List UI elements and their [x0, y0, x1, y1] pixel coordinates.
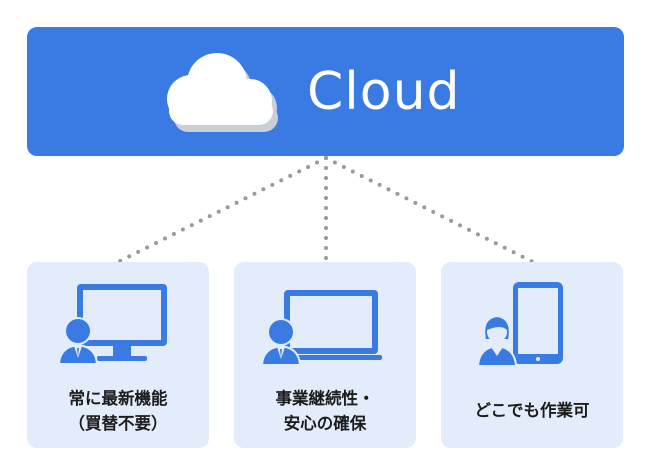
card-business-continuity: 事業継続性・ 安心の確保: [234, 262, 416, 448]
desktop-user-icon: [57, 284, 167, 365]
cloud-banner: Cloud: [27, 27, 624, 156]
card-work-anywhere: どこでも作業可: [441, 262, 623, 448]
card-latest-features-label: 常に最新機能 （買替不要）: [27, 386, 209, 436]
connector-right: [324, 156, 535, 264]
card-latest-features-line1: 常に最新機能: [68, 389, 168, 408]
card-work-anywhere-line1: どこでも作業可: [474, 401, 590, 420]
cloud-icon: [167, 53, 278, 132]
card-work-anywhere-label: どこでも作業可: [441, 398, 623, 423]
connector-left: [116, 156, 328, 264]
card-business-continuity-line1: 事業継続性・: [275, 389, 375, 408]
cloud-title: Cloud: [307, 62, 461, 122]
laptop-user-icon: [260, 290, 382, 366]
tablet-user-icon: [476, 282, 563, 367]
card-latest-features-line2: （買替不要）: [68, 414, 168, 433]
card-business-continuity-label: 事業継続性・ 安心の確保: [234, 386, 416, 436]
card-latest-features: 常に最新機能 （買替不要）: [27, 262, 209, 448]
card-business-continuity-line2: 安心の確保: [283, 414, 367, 433]
